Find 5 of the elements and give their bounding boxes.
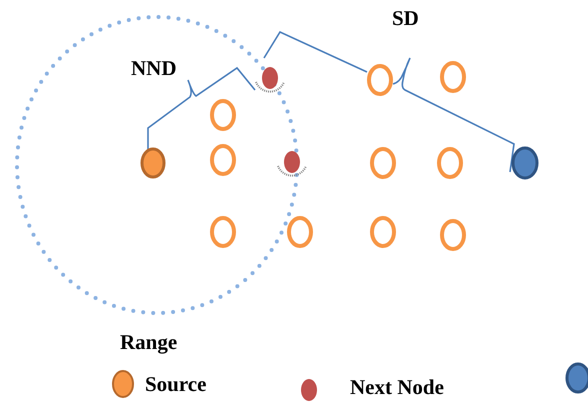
label: NND	[131, 58, 176, 79]
label: Range	[120, 332, 178, 353]
label: SD	[392, 8, 419, 29]
legend-text: Source	[145, 374, 206, 395]
legend-text: Next Node	[350, 377, 444, 398]
